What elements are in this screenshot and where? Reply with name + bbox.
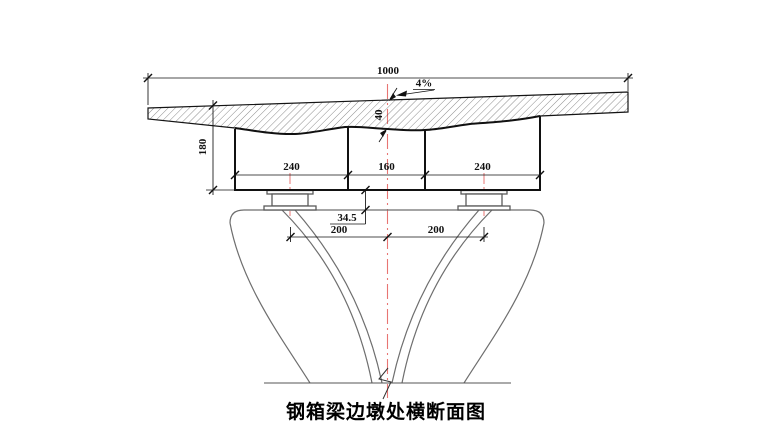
tick (623, 73, 633, 83)
dim-label-160: 160 (378, 161, 395, 173)
tick (143, 73, 153, 83)
dim-label-34-5: 34.5 (337, 212, 357, 224)
pier-leg-inner-right-a (401, 209, 493, 384)
bearing-left-body (271, 193, 309, 207)
tick (208, 101, 218, 110)
tick (479, 232, 489, 242)
tick (230, 170, 240, 180)
box-girder (234, 116, 541, 191)
tick (286, 232, 295, 242)
tick (383, 232, 392, 242)
bearing-right-body (465, 193, 503, 207)
dim-label-200-right: 200 (428, 224, 445, 236)
pier-leg-inner-left-b (294, 209, 383, 384)
tick (420, 170, 430, 180)
pier-cap-top (229, 209, 545, 224)
slope-arrow-shaft (402, 89, 435, 95)
pier (229, 209, 545, 400)
pier-leg-inner-right-b (391, 209, 480, 384)
deck-underside-thick-line (234, 115, 541, 136)
pier-leg-inner-left-a (281, 209, 373, 384)
deck-slab (147, 91, 629, 136)
tick (343, 170, 353, 180)
arrowhead-slope (396, 90, 407, 97)
bearing-left-bottom-plate (263, 205, 317, 211)
drawing-title: 钢箱梁边墩处横断面图 (286, 400, 486, 423)
pier-leg-outer-left (229, 222, 311, 384)
tick (361, 185, 370, 195)
dim-label-240-right: 240 (474, 161, 491, 173)
dim-label-200-left: 200 (331, 224, 348, 236)
tick (535, 170, 545, 180)
slope-label: 4% (416, 78, 433, 90)
dim-label-180: 180 (197, 138, 209, 155)
dim-label-40: 40 (373, 109, 385, 121)
tick (361, 205, 370, 215)
break-zigzag (378, 367, 392, 400)
bearing-right-bottom-plate (457, 205, 511, 211)
dim-label-240-left: 240 (283, 161, 300, 173)
arrowheads (380, 90, 407, 137)
pier-leg-outer-right (463, 222, 545, 384)
dimension-lines (143, 73, 633, 242)
arrowhead-40-bottom (380, 129, 387, 137)
dim-label-1000: 1000 (377, 65, 400, 77)
arrowhead-40-top (389, 93, 396, 101)
bearing-right (457, 189, 511, 211)
bearing-left (263, 189, 317, 211)
